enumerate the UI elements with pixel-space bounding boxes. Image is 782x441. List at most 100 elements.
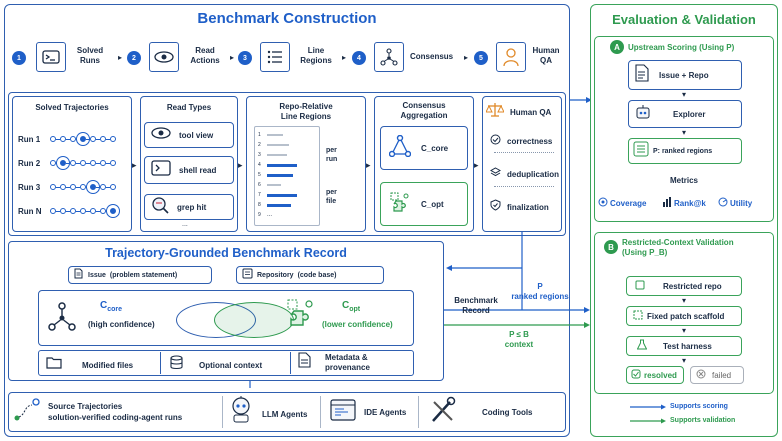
- line-number: 1: [258, 132, 261, 138]
- read-type-label: shell read: [179, 165, 217, 175]
- arrow-right-icon: ▸: [230, 53, 235, 62]
- metrics-title: Metrics: [669, 176, 698, 185]
- arrow-right-icon: ▸: [238, 160, 243, 170]
- highlighted-line: [267, 163, 297, 167]
- scale-icon: [485, 102, 505, 123]
- read-type-shell-read: shell read: [144, 156, 234, 184]
- line-bar: [267, 154, 287, 156]
- run-node: [60, 184, 66, 190]
- read-types-more: ...: [182, 221, 188, 228]
- read-type-label: tool view: [179, 130, 214, 140]
- run-edge: [66, 138, 70, 140]
- run-node: [80, 136, 86, 142]
- layers-icon: [489, 165, 502, 183]
- highlighted-line: [267, 173, 293, 177]
- trajectories-title: Solved Trajectories: [35, 103, 109, 112]
- run-node: [110, 184, 116, 190]
- source-ide: IDE Agents: [330, 396, 406, 429]
- list-icon: [260, 42, 290, 72]
- arrow-right-icon: ▸: [464, 53, 469, 62]
- record-opt-label: Copt: [342, 300, 360, 313]
- run-node: [90, 184, 96, 190]
- record-metadata: Metadata & provenance: [298, 352, 370, 373]
- source-tools: Coding Tools: [430, 396, 533, 429]
- run-node: [90, 160, 96, 166]
- source-trajectories: Source Trajectories solution-verified co…: [14, 396, 182, 427]
- source-trajectories-label: Source Trajectories solution-verified co…: [48, 401, 183, 422]
- check-icon: [631, 366, 641, 384]
- source-tools-label: Coding Tools: [482, 408, 533, 417]
- qa-divider: [494, 152, 554, 153]
- step-2: 2 Read Actions: [127, 42, 227, 74]
- arrow-down-icon: ▾: [682, 128, 687, 137]
- run-node: [110, 208, 116, 214]
- run-row: Run 3: [18, 175, 128, 199]
- consensus-core-label: C_core: [421, 143, 449, 153]
- run-row: Run 1: [18, 127, 128, 151]
- step-badge: 3: [238, 51, 252, 65]
- run-node: [90, 136, 96, 142]
- run-edge: [96, 138, 100, 140]
- highlighted-line: [267, 203, 291, 207]
- document-icon: [298, 352, 311, 373]
- run-edge: [76, 210, 80, 212]
- divider: [418, 396, 419, 428]
- step-badge: 1: [12, 51, 26, 65]
- run-node: [80, 160, 86, 166]
- run-edge: [96, 210, 100, 212]
- qa-deduplication: deduplication: [489, 165, 559, 183]
- metric-utility: Utility: [718, 194, 752, 212]
- person-icon: [496, 42, 526, 72]
- run-node: [90, 208, 96, 214]
- qa-correctness: correctness: [490, 132, 552, 150]
- run-node: [70, 136, 76, 142]
- metric-rank: Rank@k: [662, 194, 706, 212]
- gauge-icon: [718, 194, 728, 212]
- divider: [320, 396, 321, 428]
- code-line: 3: [258, 150, 318, 160]
- step-label: Read Actions: [190, 46, 220, 65]
- read-type-label: grep hit: [177, 202, 207, 212]
- step-badge: 2: [127, 51, 141, 65]
- puzzle-icon: [286, 298, 316, 335]
- step-badge: 4: [352, 51, 366, 65]
- eval-scaffold: Fixed patch scaffold: [626, 306, 742, 326]
- code-line: 2: [258, 140, 318, 150]
- run-edge: [66, 210, 70, 212]
- sources-row: [8, 392, 566, 432]
- code-more: ...: [267, 212, 273, 218]
- run-edge: [76, 186, 80, 188]
- arrow-right-icon: ▸: [132, 160, 137, 170]
- construction-title: Benchmark Construction: [197, 10, 377, 27]
- legend-validation: Supports validation: [670, 417, 736, 424]
- run-node: [60, 208, 66, 214]
- eval-scaffold-label: Fixed patch scaffold: [647, 311, 725, 321]
- qa-item-label: deduplication: [507, 169, 559, 179]
- run-node: [60, 160, 66, 166]
- eval-restricted-label: Restricted repo: [663, 281, 722, 291]
- run-edge: [86, 138, 90, 140]
- metric-label: Rank@k: [674, 198, 706, 208]
- check-circle-icon: [490, 132, 501, 150]
- run-edge: [66, 162, 70, 164]
- code-line: 8: [258, 200, 318, 210]
- metric-label: Utility: [730, 198, 753, 208]
- venn-opt: [214, 302, 294, 338]
- qa-item-label: correctness: [507, 136, 553, 146]
- legend-scoring: Supports scoring: [670, 403, 728, 410]
- run-edge: [106, 210, 110, 212]
- read-types-title: Read Types: [166, 103, 212, 112]
- run-label: Run N: [18, 206, 42, 216]
- per-run-label: per run: [326, 147, 338, 163]
- run-row: Run N: [18, 199, 128, 223]
- run-edge: [56, 138, 60, 140]
- record-opt-desc: (lower confidence): [322, 320, 393, 329]
- line-number: 9: [258, 212, 261, 218]
- section-a-title: Upstream Scoring (Using P): [628, 43, 735, 52]
- run-edge: [56, 186, 60, 188]
- section-a-badge: A: [610, 40, 624, 54]
- line-bar: [267, 134, 283, 136]
- line-number: 2: [258, 142, 261, 148]
